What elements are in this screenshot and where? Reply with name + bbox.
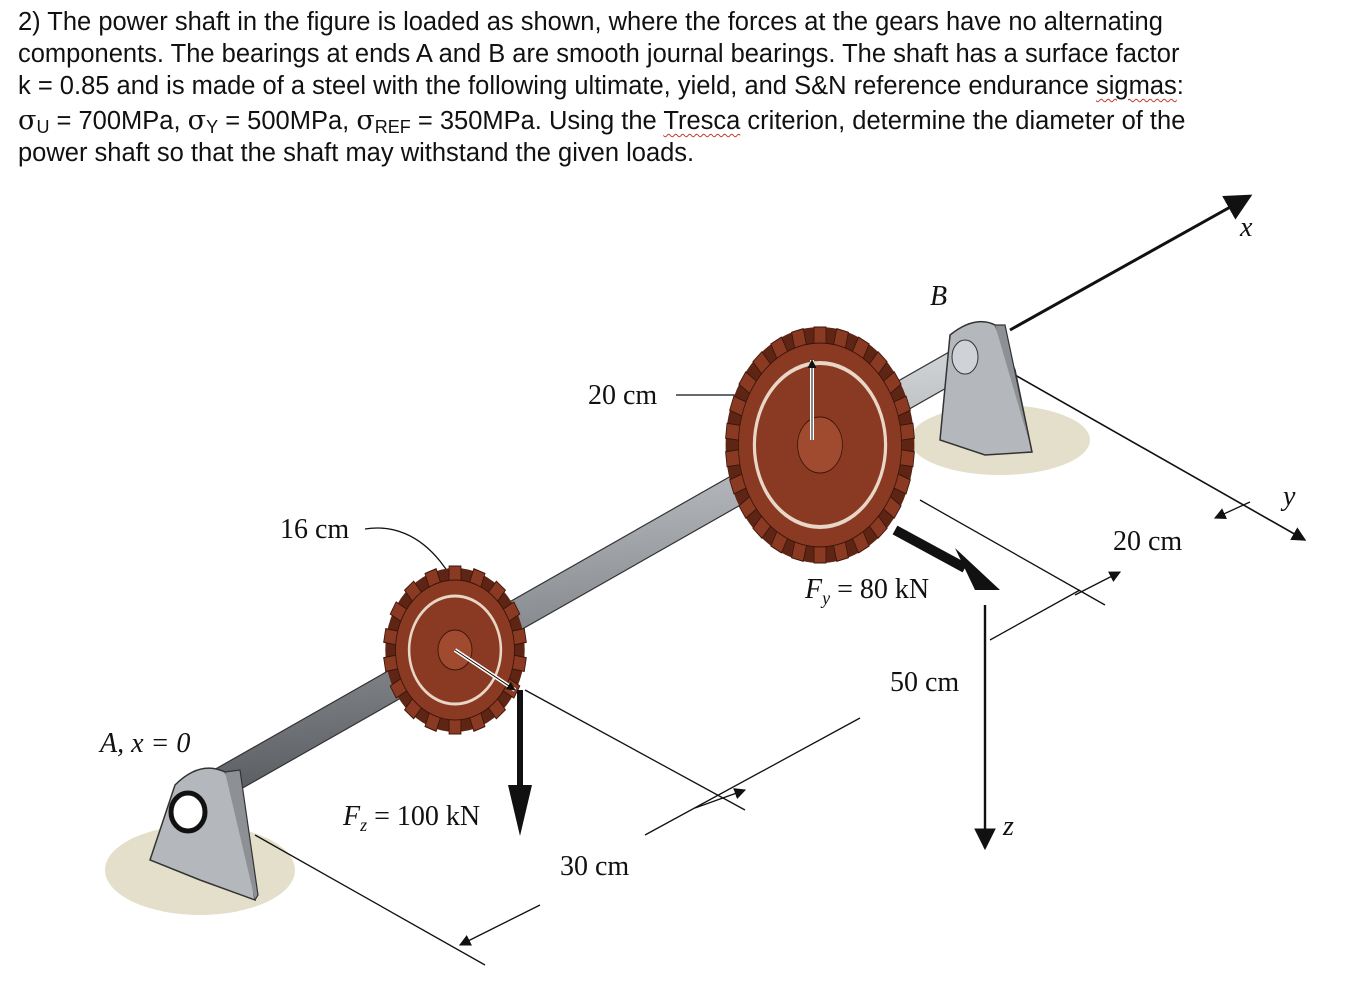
- force-arrows: [453, 359, 1000, 836]
- bearing-a: [149, 767, 259, 902]
- coordinate-axes: [974, 194, 1307, 851]
- sigma-y-value: = 500MPa,: [218, 107, 357, 135]
- sigma-u-symbol: σ: [18, 105, 37, 136]
- y-axis: [1014, 374, 1307, 541]
- force-y-arrow: [892, 525, 968, 573]
- gear-large: [725, 326, 915, 564]
- dim-50cm: 50 cm: [890, 667, 959, 698]
- axis-y-label: y: [1280, 481, 1296, 512]
- problem-line-3-text: k = 0.85 and is made of a steel with the…: [18, 72, 1096, 100]
- force-y-sub: y: [820, 588, 830, 608]
- gear-tooth: [813, 326, 827, 346]
- problem-line-3: k = 0.85 and is made of a steel with the…: [18, 70, 1338, 102]
- label-a-letter: A,: [98, 728, 131, 759]
- sigmas-word: sigmas: [1096, 72, 1177, 100]
- problem-line-1: 2) The power shaft in the figure is load…: [18, 8, 1163, 36]
- axis-x-label: x: [1239, 212, 1253, 243]
- force-y-symbol: F: [804, 574, 823, 605]
- problem-line-2: components. The bearings at ends A and B…: [18, 40, 1180, 68]
- sigma-y-symbol: σ: [187, 105, 207, 136]
- dimension-lines: [254, 394, 1251, 966]
- force-z-label: Fz = 100 kN: [342, 801, 480, 835]
- sigma-ref-sub: REF: [374, 117, 411, 137]
- sigma-u-value: = 700MPa,: [49, 107, 188, 135]
- problem-statement: 2) The power shaft in the figure is load…: [18, 6, 1338, 169]
- bearing-a-hole: [168, 790, 208, 834]
- problem-line-3-colon: :: [1176, 72, 1184, 100]
- sigma-ref-symbol: σ: [356, 105, 375, 136]
- dim-30cm: 30 cm: [560, 851, 629, 882]
- force-y-arrowhead: [955, 548, 1000, 590]
- force-y-label: Fy = 80 kN: [804, 574, 929, 608]
- gear-tooth: [813, 544, 827, 564]
- force-z-symbol: F: [342, 801, 361, 832]
- x-axis: [1009, 194, 1253, 332]
- axis-z-label: z: [1002, 811, 1014, 842]
- problem-line-4-end: criterion, determine the diameter of the: [740, 107, 1186, 135]
- force-z-arrowhead: [508, 785, 532, 836]
- problem-line-4: σU = 700MPa, σY = 500MPa, σREF = 350MPa.…: [18, 105, 1338, 137]
- force-z-sub: z: [359, 815, 367, 835]
- sigma-ref-value: = 350MPa. Using the: [410, 107, 664, 135]
- dim-20cm-top: 20 cm: [588, 380, 657, 411]
- label-b: B: [930, 281, 947, 312]
- sigma-y-sub: Y: [206, 117, 219, 137]
- dim-16cm: 16 cm: [280, 514, 349, 545]
- sigma-u-sub: U: [36, 117, 50, 137]
- force-y-value: = 80 kN: [830, 574, 929, 605]
- force-z-value: = 100 kN: [367, 801, 480, 832]
- label-a: A, x = 0: [98, 728, 190, 759]
- bearing-b: [939, 320, 1033, 456]
- problem-line-5: power shaft so that the shaft may withst…: [18, 139, 695, 167]
- tresca-word: Tresca: [663, 107, 741, 135]
- label-x-zero: x = 0: [130, 728, 190, 759]
- dim-20cm-right: 20 cm: [1113, 526, 1182, 557]
